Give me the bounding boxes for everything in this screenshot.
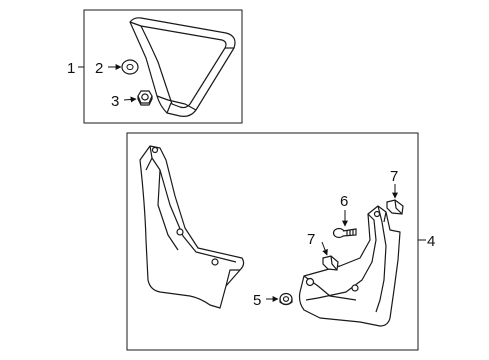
clip-part-lower (322, 255, 339, 271)
washer-part (121, 59, 139, 75)
callout-7-lower: 7 (307, 231, 315, 248)
screw-part (279, 292, 293, 306)
lower-group-frame (126, 132, 419, 351)
callout-2: 2 (95, 60, 103, 77)
nut-part (137, 90, 153, 106)
callout-5: 5 (253, 292, 261, 309)
quarter-panel-molding (129, 17, 236, 117)
leader-7-lower (321, 241, 328, 256)
bolt-part (332, 227, 357, 239)
callout-3: 3 (111, 93, 119, 110)
left-splash-guard (139, 145, 245, 309)
leader-3 (123, 96, 137, 103)
callout-6: 6 (340, 193, 348, 210)
upper-parts-group: 1 2 3 (67, 9, 243, 124)
right-splash-guard (298, 205, 401, 327)
callout-4: 4 (427, 233, 435, 250)
callout-1: 1 (67, 60, 75, 77)
callout-7-upper: 7 (390, 168, 398, 185)
clip-part-upper (386, 199, 404, 215)
lower-parts-group: 4 5 6 7 7 (126, 132, 435, 351)
